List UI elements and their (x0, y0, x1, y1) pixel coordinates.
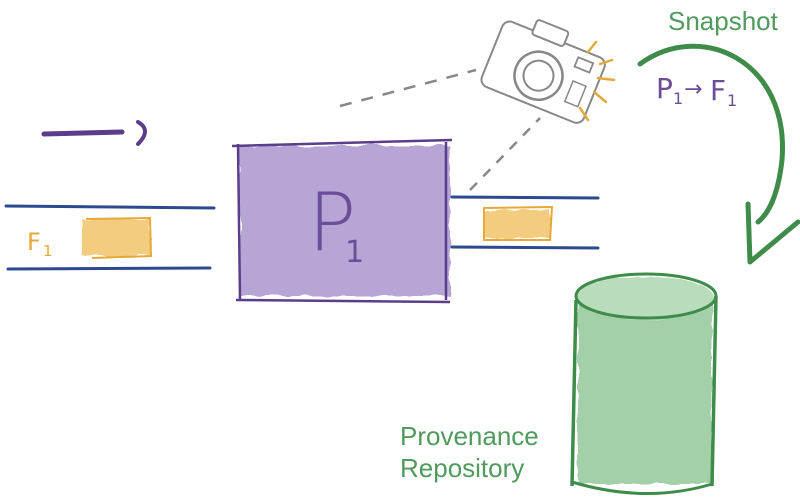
curved-arrow-icon (637, 43, 800, 265)
flowfile-input: F 1 (27, 216, 153, 260)
output-pipe (450, 195, 600, 250)
motion-arrow-icon (41, 120, 147, 146)
observation-lines (339, 68, 541, 191)
camera-flash-icon (578, 40, 616, 122)
mapping-to-sub: 1 (727, 91, 737, 110)
input-pipe (4, 204, 216, 271)
repository-label-line1: Provenance (400, 421, 539, 451)
flowfile-label: F (27, 228, 41, 256)
mapping-from: P (656, 72, 673, 105)
cylinder-icon (570, 272, 718, 496)
repository-label-line2: Repository (400, 453, 525, 483)
camera-icon (480, 19, 606, 124)
mapping-arrow: → (684, 77, 702, 102)
flowfile-subscript: 1 (43, 242, 53, 260)
mapping-to: F (710, 74, 726, 107)
snapshot-mapping: P 1 → F 1 (656, 72, 737, 110)
repository-label: Provenance Repository (400, 420, 539, 484)
snapshot-title: Snapshot (668, 6, 778, 36)
flowfile-output (483, 205, 554, 241)
processor-subscript: 1 (345, 235, 364, 270)
mapping-from-sub: 1 (673, 89, 683, 108)
processor-label: P (308, 176, 356, 269)
processor-box: P 1 (231, 138, 453, 304)
